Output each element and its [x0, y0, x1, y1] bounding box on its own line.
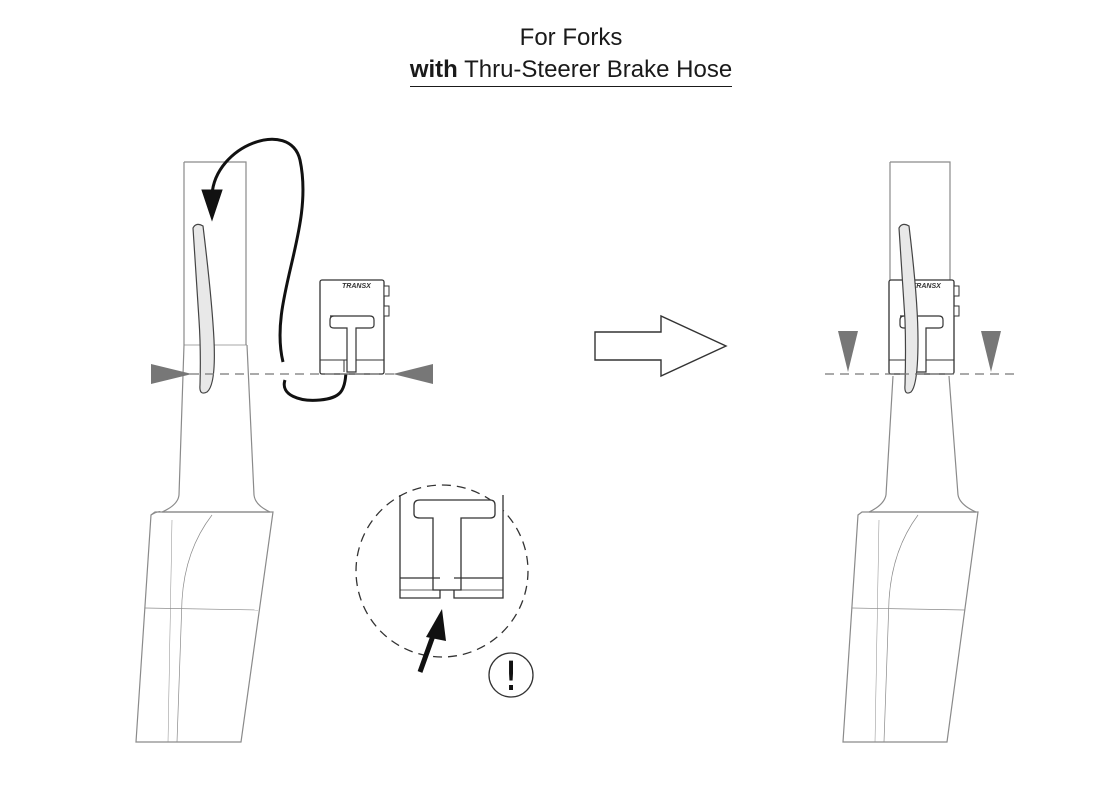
left-headset-clip: TRANSX: [319, 279, 390, 375]
right-steerer-tube: [889, 161, 951, 282]
subtitle: with Thru-Steerer Brake Hose: [409, 54, 733, 87]
alignment-marker-icon: [838, 331, 858, 372]
right-fork: [842, 161, 979, 743]
clip-brand-mark: TRANSX: [342, 283, 372, 290]
alignment-marker-icon: [393, 364, 433, 384]
right-fork-crown: [842, 511, 979, 743]
right-arrow-icon: [594, 314, 728, 378]
warning-icon: !: [488, 652, 534, 700]
left-fork: [135, 161, 274, 743]
detail-view: [355, 484, 529, 673]
clip-brand-mark: TRANSX: [912, 283, 942, 290]
warning-symbol: !: [503, 654, 519, 700]
right-brake-hose: [898, 223, 919, 394]
title-block: For Forks with Thru-Steerer Brake Hose: [0, 22, 1118, 87]
alignment-marker-icon: [981, 331, 1001, 372]
subtitle-rest: Thru-Steerer Brake Hose: [457, 56, 733, 83]
subtitle-bold: with: [409, 56, 458, 83]
alignment-marker-icon: [151, 364, 192, 384]
left-brake-hose: [192, 223, 215, 394]
title: For Forks: [519, 24, 623, 51]
pointer-arrow-icon: [417, 609, 446, 673]
curved-arrow-icon: [201, 137, 348, 402]
left-fork-crown: [135, 511, 274, 743]
left-steerer-tube: [183, 161, 247, 345]
right-headset-clip: TRANSX: [888, 279, 960, 375]
